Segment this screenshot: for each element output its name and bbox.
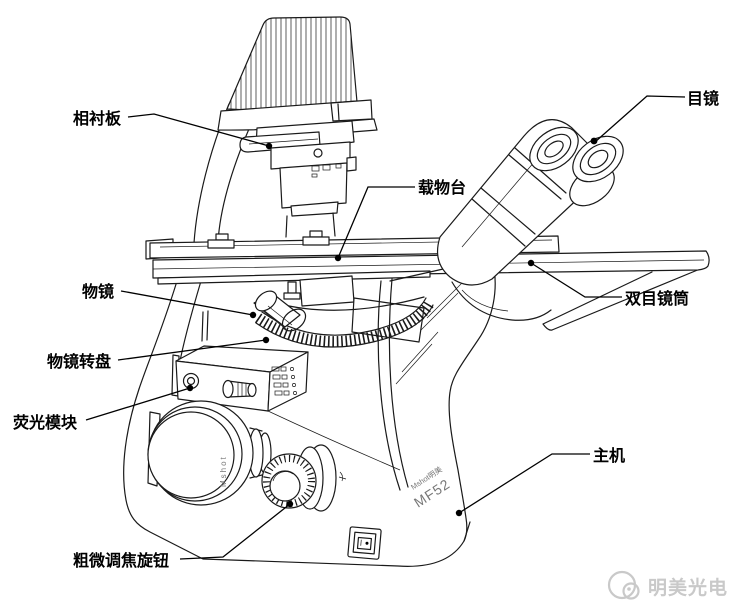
binocular-head xyxy=(437,119,624,321)
nosepiece-turret xyxy=(254,275,435,348)
coarse-focus-knob: Mshot xyxy=(147,400,272,506)
label-eyepiece: 目镜 xyxy=(687,89,719,108)
knurled-ring xyxy=(254,299,435,348)
label-binocular-tube: 双目镜筒 xyxy=(625,289,689,308)
eyepiece-rear xyxy=(529,126,579,172)
label-stage: 载物台 xyxy=(418,178,466,197)
leader-stage xyxy=(334,186,415,262)
watermark-text: 明美光电 xyxy=(648,576,728,599)
leader-main-unit xyxy=(455,453,590,517)
stage-plates xyxy=(145,230,710,285)
leader-fluorescence xyxy=(85,384,194,421)
label-fluorescence-module: 荧光模块 xyxy=(13,413,78,432)
leader-focus-knob xyxy=(179,500,294,560)
brand-logo-icon xyxy=(607,570,640,600)
stage-clip xyxy=(309,230,323,238)
part-labels: 相衬板 目镜 载物台 物镜 双目镜筒 物镜转盘 荧光模块 主机 粗微调焦旋钮 xyxy=(13,89,719,570)
watermark: 明美光电 xyxy=(607,570,728,600)
label-nosepiece-turret: 物镜转盘 xyxy=(47,352,111,371)
lamp-housing xyxy=(217,16,378,133)
power-switch xyxy=(347,526,382,560)
fluorescence-module xyxy=(175,345,309,412)
label-focus-knob: 粗微调焦旋钮 xyxy=(73,551,169,570)
lamp-clamp xyxy=(330,99,373,122)
stage-clip xyxy=(215,233,229,241)
understage-support xyxy=(542,268,701,331)
graduation-ticks xyxy=(263,455,315,507)
fine-focus-knob xyxy=(261,444,337,512)
tension-lever-mark xyxy=(338,471,347,482)
filter-knob xyxy=(222,379,257,399)
eyepiece-front xyxy=(572,135,624,183)
leader-binocular-tube xyxy=(527,259,622,298)
leader-lines xyxy=(85,95,686,560)
leader-nosepiece xyxy=(117,336,270,361)
leader-phase-plate xyxy=(127,113,273,150)
condenser-filter-marks xyxy=(311,163,342,178)
objective-lens xyxy=(253,290,307,332)
label-main-unit: 主机 xyxy=(593,446,625,465)
label-objective: 物镜 xyxy=(82,282,114,301)
leader-eyepiece xyxy=(590,95,686,145)
knob-brand-text: Mshot xyxy=(219,455,228,487)
leader-objective xyxy=(120,290,257,319)
condenser xyxy=(201,120,357,342)
label-phase-plate: 相衬板 xyxy=(73,109,122,128)
filter-indicators xyxy=(271,366,297,396)
